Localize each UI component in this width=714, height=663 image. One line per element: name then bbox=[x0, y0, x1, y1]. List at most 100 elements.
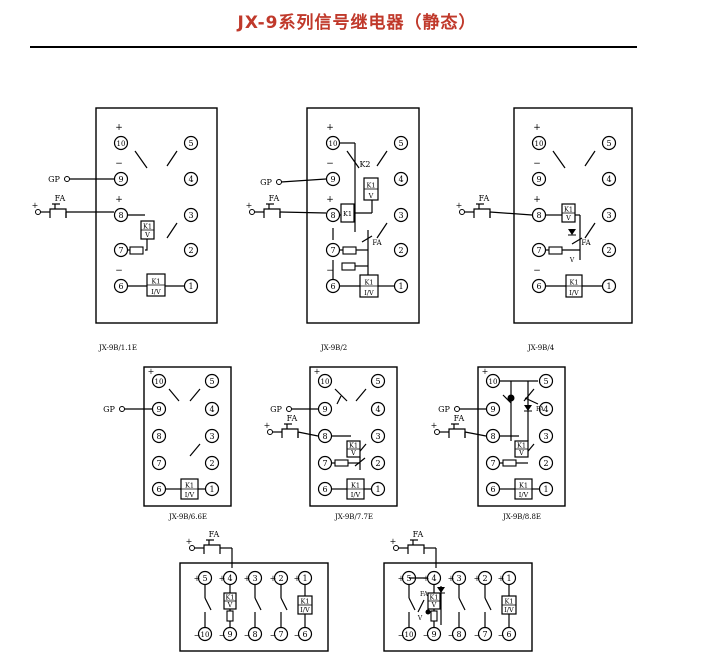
wire bbox=[279, 211, 327, 214]
relay-panel bbox=[513, 107, 633, 324]
model-label: JX-9B/1.1E bbox=[98, 344, 137, 352]
fa-terminal bbox=[459, 209, 465, 215]
coil-label: I/V bbox=[519, 491, 529, 499]
resistor bbox=[342, 246, 357, 255]
coil-label: V bbox=[368, 192, 374, 200]
terminal-3 bbox=[451, 570, 467, 586]
terminal-number: 8 bbox=[118, 211, 123, 220]
relay-contact bbox=[336, 395, 342, 405]
terminal-number: 3 bbox=[188, 211, 193, 220]
fa-label: FA bbox=[287, 414, 298, 423]
terminal-number: 6 bbox=[330, 282, 335, 291]
gp-terminal bbox=[119, 406, 125, 412]
terminal-number: 4 bbox=[188, 175, 193, 184]
terminal-5 bbox=[183, 135, 199, 151]
terminal-number: 8 bbox=[536, 211, 541, 220]
terminal-number: 1 bbox=[543, 485, 548, 494]
terminal-number: 3 bbox=[398, 211, 403, 220]
coil-label: I/V bbox=[504, 606, 514, 614]
minus-sign: − bbox=[244, 631, 251, 640]
relay-contact bbox=[571, 237, 583, 245]
gp-label: GP bbox=[103, 405, 115, 414]
terminal-3 bbox=[183, 207, 199, 223]
terminal-number: 4 bbox=[543, 405, 548, 414]
terminal-6 bbox=[113, 278, 129, 294]
terminal-10 bbox=[151, 373, 167, 389]
terminal-10 bbox=[113, 135, 129, 151]
fa-label: FA bbox=[454, 414, 465, 423]
terminal-1 bbox=[501, 570, 517, 586]
terminal-3 bbox=[538, 428, 554, 444]
relay-panel bbox=[143, 366, 232, 507]
fa-terminal bbox=[393, 545, 399, 551]
relay-contact bbox=[346, 150, 360, 169]
terminal-9 bbox=[531, 171, 547, 187]
terminal-6 bbox=[325, 278, 341, 294]
plus-sign: + bbox=[390, 537, 397, 546]
relay-panel bbox=[383, 562, 533, 652]
relay-contact bbox=[417, 599, 425, 613]
terminal-7 bbox=[485, 455, 501, 471]
coil-label: K1 bbox=[519, 482, 528, 490]
minus-sign: − bbox=[115, 266, 123, 276]
terminal-number: 7 bbox=[118, 246, 123, 255]
resistor bbox=[430, 610, 438, 622]
terminal-number: 1 bbox=[506, 574, 511, 583]
terminal-9 bbox=[426, 626, 442, 642]
relay-panel bbox=[179, 562, 329, 652]
terminal-number: 6 bbox=[322, 485, 327, 494]
terminal-8 bbox=[451, 626, 467, 642]
fa-pushbutton bbox=[407, 544, 425, 554]
terminal-5 bbox=[393, 135, 409, 151]
terminal-number: 1 bbox=[606, 282, 611, 291]
minus-sign: − bbox=[498, 631, 505, 640]
coil-label: I/V bbox=[300, 606, 310, 614]
relay-contact bbox=[458, 597, 466, 611]
relay-contact bbox=[189, 443, 201, 457]
terminal-6 bbox=[501, 626, 517, 642]
terminal-4 bbox=[222, 570, 238, 586]
terminal-number: 4 bbox=[606, 175, 611, 184]
minus-sign: − bbox=[270, 631, 277, 640]
relay-contact bbox=[552, 150, 566, 169]
terminal-number: 7 bbox=[156, 459, 161, 468]
minus-sign: − bbox=[533, 266, 541, 276]
terminal-number: 2 bbox=[543, 459, 548, 468]
plus-sign: + bbox=[219, 574, 226, 583]
terminal-5 bbox=[370, 373, 386, 389]
plus-sign: + bbox=[533, 123, 541, 133]
coil-label: I/V bbox=[185, 491, 195, 499]
coil-label: K1 bbox=[143, 223, 152, 231]
gp-label: GP bbox=[438, 405, 450, 414]
relay-panel bbox=[95, 107, 218, 324]
terminal-number: 5 bbox=[375, 377, 380, 386]
terminal-number: 10 bbox=[405, 631, 414, 639]
relay-contact bbox=[376, 222, 388, 239]
relay-contact bbox=[166, 222, 178, 239]
terminal-5 bbox=[204, 373, 220, 389]
coil-label: V bbox=[431, 601, 437, 609]
terminal-number: 6 bbox=[118, 282, 123, 291]
fa-pushbutton bbox=[203, 544, 221, 554]
coil-label: K1 bbox=[505, 598, 514, 606]
plus-sign: + bbox=[474, 574, 481, 583]
terminal-number: 10 bbox=[117, 140, 126, 148]
model-label: JX-9B/8.8E bbox=[502, 513, 541, 521]
terminal-number: 7 bbox=[536, 246, 541, 255]
fa-pushbutton bbox=[281, 428, 299, 438]
resistor bbox=[341, 262, 356, 271]
terminal-1 bbox=[538, 481, 554, 497]
plus-sign: + bbox=[264, 421, 271, 430]
resistor bbox=[226, 610, 234, 622]
plus-sign: + bbox=[270, 574, 277, 583]
terminal-10 bbox=[197, 626, 213, 642]
terminal-number: 3 bbox=[456, 574, 461, 583]
terminal-1 bbox=[297, 570, 313, 586]
terminal-7 bbox=[317, 455, 333, 471]
plus-sign: + bbox=[148, 367, 155, 376]
diode-symbol bbox=[524, 405, 532, 411]
plus-sign: + bbox=[398, 574, 405, 583]
terminal-8 bbox=[531, 207, 547, 223]
